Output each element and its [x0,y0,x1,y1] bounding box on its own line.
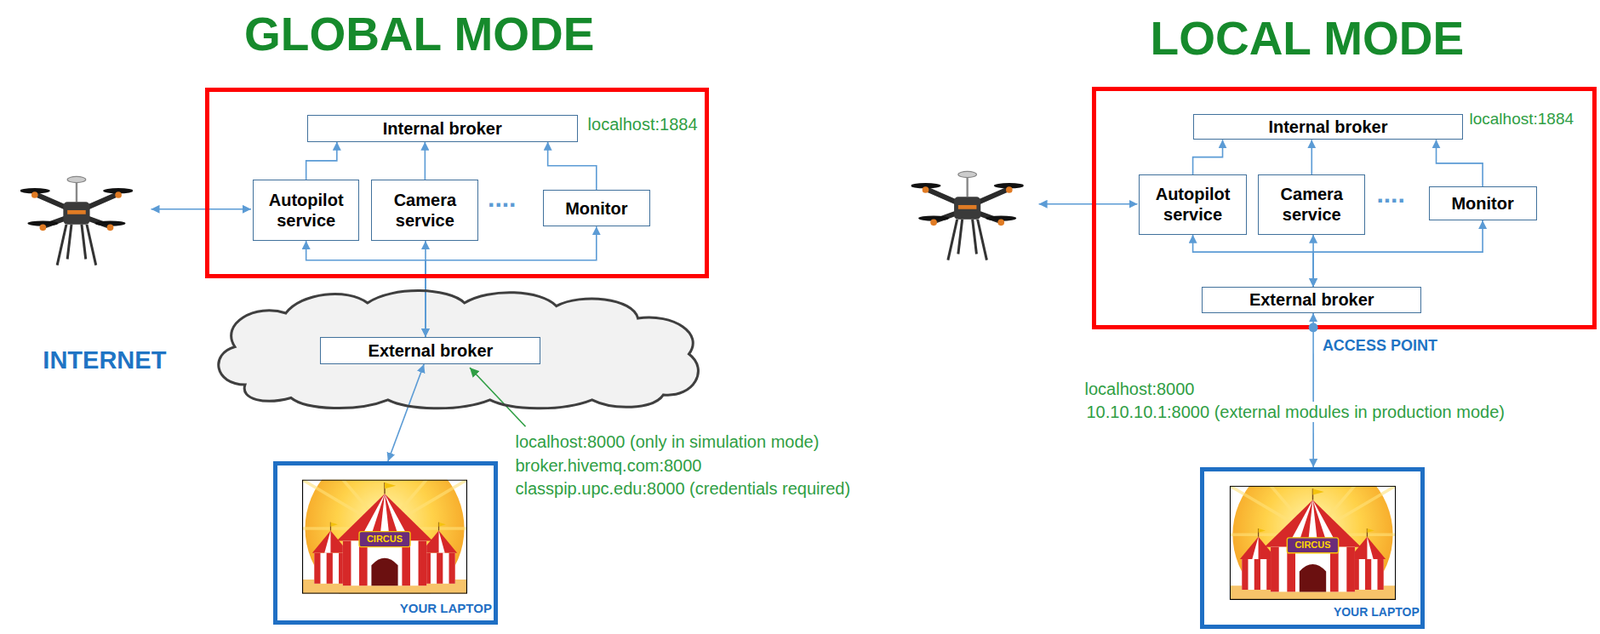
access-point-label: ACCESS POINT [1322,337,1438,356]
laptop-label: YOUR LAPTOP [1333,605,1420,620]
port-label: localhost:1884 [1469,109,1575,130]
broker-address: broker.hivemq.com:8000 [514,455,702,476]
connector-arrow [1193,234,1314,287]
broker-address: localhost:8000 [1085,378,1195,400]
cloud-fill [218,291,699,409]
service-region: localhost:1884 Internal brokerAutopilot s… [1091,86,1597,330]
ellipsis-dots: .... [487,182,516,214]
mode-title: GLOBAL MODE [244,5,595,63]
broker-box: Internal broker [307,114,578,142]
internet-cloud: INTERNETExternal broker [204,287,709,411]
mode-title: LOCAL MODE [1150,10,1465,67]
box-label: Internal broker [382,118,503,139]
leader-line [469,367,526,427]
drone-link [151,208,252,211]
connector-arrow [548,142,597,190]
broker-address: 10.10.10.1:8000 (external modules in pro… [1085,401,1507,423]
connector-arrow [424,142,427,180]
drone-picture [910,171,1025,260]
box-label: Monitor [565,198,628,219]
cloud-outline-path [218,291,699,409]
service-box: Monitor [1428,186,1538,221]
box-label: Camera service [375,189,475,231]
connector-arrow [1436,139,1484,187]
drone-link [1039,203,1138,206]
circus-sign-text: CIRCUS [1294,540,1331,552]
box-label: Autopilot service [257,189,355,231]
connector-arrow [1193,139,1223,175]
circus-picture [1229,455,1396,615]
box-label: Monitor [1451,193,1514,214]
drone-picture [19,176,134,265]
box-label: Camera service [1262,183,1361,225]
connector-arrow [1310,139,1313,175]
box-label: External broker [1249,289,1375,310]
broker-address: classpip.upc.edu:8000 (credentials requi… [514,478,851,499]
connector-arrow [425,226,597,338]
broker-box: External broker [320,337,541,365]
network-label: INTERNET [42,345,166,376]
broker-address: localhost:8000 (only in simulation mode) [514,431,819,452]
service-box: Camera service [371,179,479,241]
service-box: Camera service [1257,174,1366,235]
connector-arrow [306,142,338,180]
connector-arrow [388,364,424,462]
laptop-label: YOUR LAPTOP [400,600,492,617]
ellipsis-dots: .... [1376,178,1405,210]
service-box: Autopilot service [1138,174,1247,235]
circus-picture [302,449,468,609]
box-label: External broker [368,340,494,361]
broker-box: Internal broker [1193,114,1464,140]
connector-arrow [1312,313,1315,468]
service-region: localhost:1884 Internal brokerAutopilot s… [205,87,709,279]
access-point-dot [1308,322,1319,332]
broker-box: External broker [1201,286,1422,314]
circus-sign-text: CIRCUS [366,534,403,546]
service-box: Autopilot service [252,179,360,241]
connector-arrow [306,240,426,338]
box-label: Internal broker [1268,116,1388,138]
port-label: localhost:1884 [588,114,698,135]
box-label: Autopilot service [1142,183,1243,225]
service-box: Monitor [542,189,651,227]
